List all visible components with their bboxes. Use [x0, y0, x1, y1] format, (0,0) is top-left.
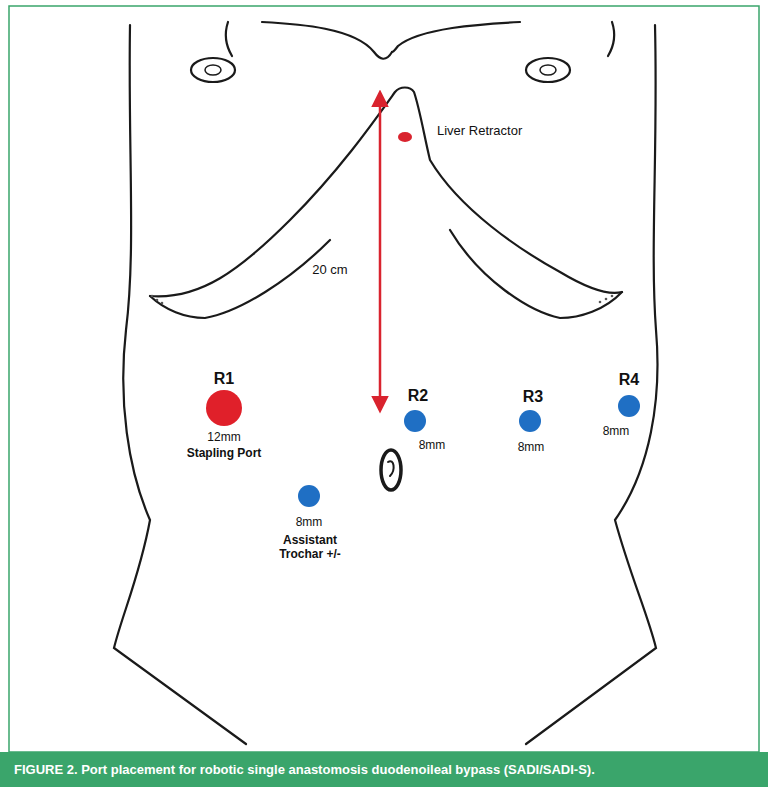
figure-frame [9, 6, 759, 752]
rib-dots [151, 295, 614, 305]
caption-bar [0, 752, 768, 787]
port-label: Assistant Trochar +/- [262, 534, 359, 562]
stapling-port [206, 390, 242, 426]
port-size: 8mm [295, 516, 324, 530]
liver-retractor-port [398, 132, 412, 142]
figure-caption: FIGURE 2. Port placement for robotic sin… [14, 762, 595, 778]
port-size: 8mm [517, 441, 546, 455]
robot-port [519, 410, 541, 432]
port-number: R1 [213, 370, 235, 388]
torso-outline [114, 22, 657, 744]
port-label: Stapling Port [186, 447, 263, 461]
port-number: R2 [407, 387, 429, 405]
robot-port [618, 395, 640, 417]
port-label: Liver Retractor [436, 124, 523, 139]
port-size: 8mm [418, 439, 447, 453]
assistant-port [298, 485, 320, 507]
distance-arrow [379, 93, 382, 410]
port-number: R3 [522, 388, 544, 406]
port-size: 12mm [206, 431, 241, 445]
port-number: R4 [618, 371, 640, 389]
robot-port [404, 410, 426, 432]
dimension-label: 20 cm [311, 263, 348, 278]
port-size: 8mm [602, 425, 631, 439]
